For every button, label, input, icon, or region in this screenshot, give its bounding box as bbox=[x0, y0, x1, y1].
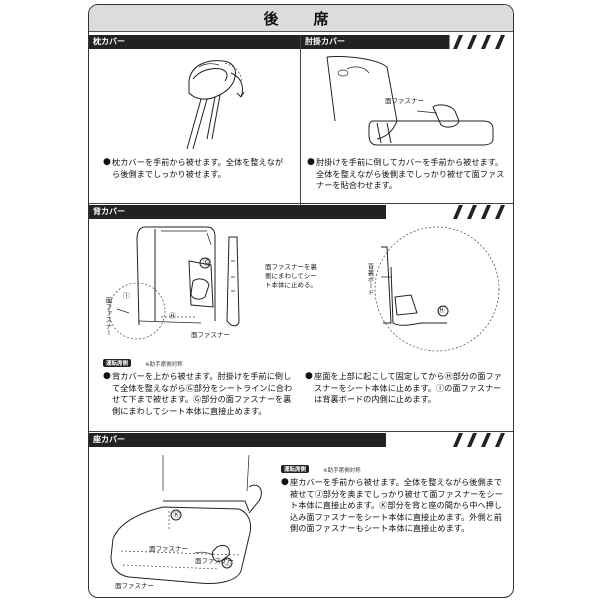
section-label-armrest: 肘掛カバー bbox=[305, 37, 345, 46]
bullet-icon: ● bbox=[281, 477, 289, 487]
bullet-icon: ● bbox=[103, 371, 111, 381]
column-divider bbox=[300, 35, 301, 205]
header-stripes-decoration bbox=[453, 35, 505, 49]
section-divider bbox=[89, 431, 513, 432]
bullet-icon: ● bbox=[305, 371, 313, 381]
bullet-icon: ● bbox=[103, 157, 111, 167]
section-label-back: 背カバー bbox=[93, 207, 125, 216]
armrest-illustration bbox=[326, 56, 494, 146]
section-label-seat: 座カバー bbox=[93, 435, 125, 444]
pillow-instruction: ● 枕カバーを手前から被せます。全体を整えながら後側までしっかり被せます。 bbox=[103, 157, 284, 179]
armrest-instruction: ● 肘掛けを手前に倒してカバーを手前から被せます。全体を整えながら後側までしっか… bbox=[307, 157, 505, 190]
bullet-icon: ● bbox=[307, 157, 315, 167]
seat-velcro-label-a: 面ファスナー bbox=[149, 545, 188, 553]
header-stripes-decoration bbox=[453, 433, 505, 447]
section-header-back: 背カバー bbox=[89, 205, 513, 219]
page-title: 後 席 bbox=[89, 5, 513, 32]
armrest-velcro-label: 面ファスナー bbox=[385, 97, 424, 105]
back-velcro-left-label: 面ファスナー bbox=[104, 297, 112, 336]
instruction-sheet: 後 席 枕カバー 肘掛カバー bbox=[88, 4, 514, 598]
header-stripes-decoration bbox=[453, 205, 505, 219]
driver-side-tag: 運転席側 bbox=[103, 359, 132, 367]
marker-g: Ⓖ bbox=[203, 258, 211, 267]
section-header-seat: 座カバー bbox=[89, 433, 513, 447]
back-callout-text: 面ファスナーを裏側にまわしてシート本体に止める。 bbox=[265, 263, 317, 289]
seat-velcro-label-b: 面ファスナー bbox=[195, 557, 234, 565]
seat-illustration bbox=[110, 454, 262, 584]
back-board-illustration bbox=[374, 226, 500, 352]
seat-velcro-label-c: 面ファスナー bbox=[115, 582, 154, 590]
backrest-illustration bbox=[108, 226, 240, 340]
back-board-label: 背裏ボード bbox=[366, 263, 374, 296]
back-velcro-bottom-label: 面ファスナー bbox=[191, 331, 230, 339]
driver-side-tag: 運転席側 bbox=[281, 465, 310, 473]
passenger-side-note: ※助手席側対称 bbox=[145, 362, 183, 368]
seat-instruction: ● 座カバーを手前から被せます。全体を整えながら後側まで被せてⒿ部分を奥までしっ… bbox=[281, 477, 503, 533]
marker-h: Ⓗ bbox=[169, 312, 176, 320]
marker-i: Ⓘ bbox=[123, 292, 130, 300]
marker-k: Ⓚ bbox=[173, 511, 180, 519]
passenger-side-note: ※助手席側対称 bbox=[323, 468, 361, 474]
back-instruction-left: ● 背カバーを上から被せます。肘掛けを手前に倒して全体を整えながらⒼ部分をシート… bbox=[103, 371, 293, 416]
marker-h-detail: Ⓗ bbox=[438, 306, 445, 314]
page-title-text: 後 席 bbox=[263, 9, 339, 28]
back-instruction-right: ● 座面を上部に起こして固定してからⒽ部分の面ファスナーをシート本体に止めます。… bbox=[305, 371, 502, 404]
section-header-armrest: 肘掛カバー bbox=[301, 35, 513, 49]
pillow-illustration bbox=[186, 60, 245, 150]
section-divider bbox=[89, 203, 513, 204]
section-label-pillow: 枕カバー bbox=[93, 37, 125, 46]
marker-j: Ⓙ bbox=[224, 559, 231, 567]
